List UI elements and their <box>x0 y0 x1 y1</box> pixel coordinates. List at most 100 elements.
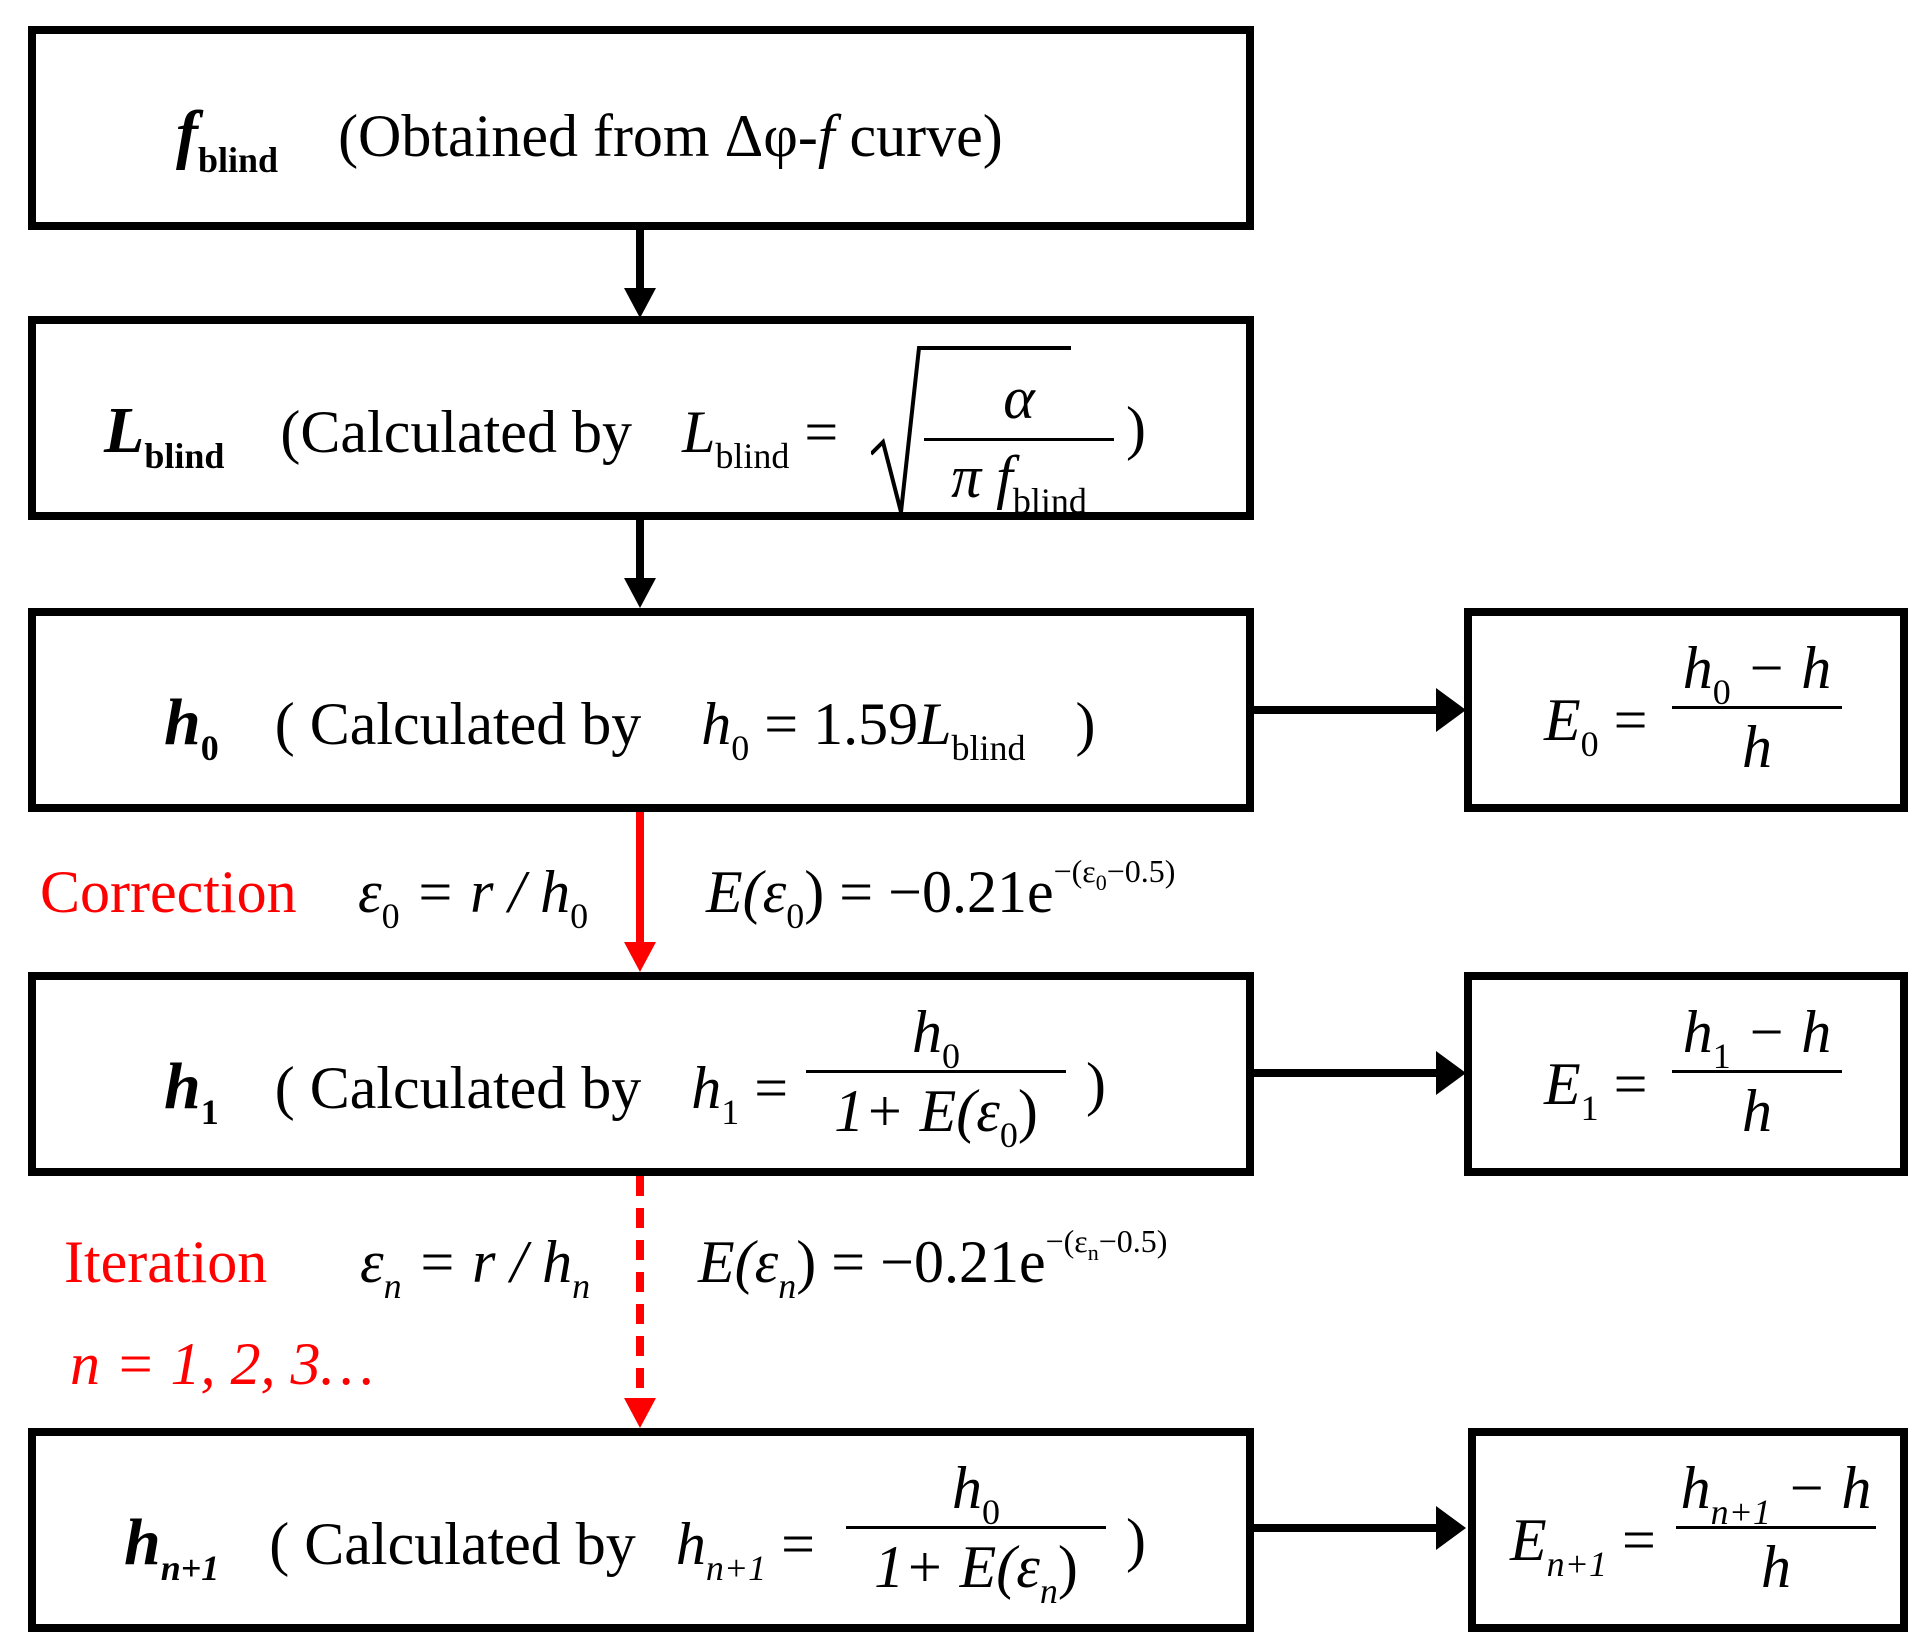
hn1-den-sub: n <box>1039 1571 1058 1611</box>
hn1-desc: ( Calculated by <box>269 1511 636 1577</box>
h0-formula-var: L <box>918 691 952 757</box>
box-e1: E1 = h1 − h h <box>1464 972 1908 1176</box>
f-blind-symbol: f <box>176 98 198 171</box>
correction-eps-sub: 0 <box>381 896 400 936</box>
en1-eq: = <box>1621 1507 1656 1573</box>
l-blind-num: α <box>924 368 1114 441</box>
iteration-e-rhs: ) = −0.21e <box>796 1229 1046 1295</box>
arrowhead <box>624 288 656 318</box>
l-blind-symbol-sub: blind <box>144 436 225 476</box>
box-l-blind: Lblind (Calculated by Lblind = α π fblin… <box>28 316 1254 520</box>
en1-num: h <box>1680 1455 1711 1521</box>
en1-lhs-sub: n+1 <box>1546 1544 1607 1584</box>
h0-formula-lhs-sub: 0 <box>731 728 750 768</box>
l-blind-fraction: α π fblind <box>924 368 1114 519</box>
l-blind-den: π f <box>951 444 1013 510</box>
correction-eps-rhs-sub: 0 <box>570 896 589 936</box>
correction-eps: ε <box>358 859 382 925</box>
l-blind-close: ) <box>1126 395 1146 461</box>
h1-formula-lhs-sub: 1 <box>721 1092 740 1132</box>
h1-desc: ( Calculated by <box>274 1055 642 1121</box>
h1-label: h1 ( Calculated by h1 = <box>164 1054 789 1131</box>
hn1-den: 1+ E(ε <box>874 1534 1040 1600</box>
arrowhead <box>1436 1051 1466 1095</box>
h1-den-sub: 0 <box>999 1115 1018 1155</box>
h0-formula-lhs: h <box>701 691 732 757</box>
en1-fraction: hn+1 − h h <box>1676 1458 1876 1597</box>
e0-eq: = <box>1613 687 1648 753</box>
h0-content: h0 ( Calculated by h0 = 1.59Lblind ) <box>164 690 1096 767</box>
h0-formula-var-sub: blind <box>951 728 1026 768</box>
hn1-num: h <box>952 1455 982 1521</box>
en1-num-end: − h <box>1770 1455 1872 1521</box>
correction-e-rhs: ) = −0.21e <box>804 859 1054 925</box>
arrowhead <box>624 1398 656 1428</box>
box-h0: h0 ( Calculated by h0 = 1.59Lblind ) <box>28 608 1254 812</box>
iteration-e-exp-sub: n <box>1087 1240 1099 1265</box>
e1-num: h <box>1682 999 1713 1065</box>
h1-den-end: ) <box>1017 1078 1038 1144</box>
f-blind-content: fblind (Obtained from Δφ-f curve) <box>176 102 1003 179</box>
e1-num-end: − h <box>1730 999 1832 1065</box>
correction-eps-rhs: = r / h <box>399 859 571 925</box>
en1-lhs-group: En+1 = <box>1510 1507 1656 1582</box>
h1-num-sub: 0 <box>942 1036 960 1076</box>
h1-eq: = <box>754 1055 789 1121</box>
h0-close: ) <box>1075 691 1096 757</box>
box-h1: h1 ( Calculated by h1 = h0 1+ E(ε0) ) <box>28 972 1254 1176</box>
en1-den: h <box>1761 1534 1791 1600</box>
e0-num-sub: 0 <box>1712 672 1731 712</box>
correction-e-exp-sub: 0 <box>1095 870 1107 895</box>
hn1-symbol: h <box>124 1506 161 1579</box>
iteration-e-exp-end: −0.5) <box>1098 1223 1168 1259</box>
l-blind-desc: (Calculated by <box>280 399 632 465</box>
iteration-e-lhs-sub: n <box>778 1266 797 1306</box>
e1-lhs-group: E1 = <box>1544 1054 1648 1126</box>
e1-fraction: h1 − h h <box>1672 1002 1842 1141</box>
hn1-close: ) <box>1126 1507 1146 1573</box>
correction-eps-formula: ε0 = r / h0 <box>358 859 588 934</box>
correction-e-formula: E(ε0) = −0.21e−(ε0−0.5) <box>706 855 1175 934</box>
hn1-eq: = <box>781 1511 815 1577</box>
iteration-e-exp: −(ε <box>1045 1223 1088 1259</box>
arrowhead <box>1436 1506 1466 1550</box>
correction-e-lhs: E(ε <box>706 859 787 925</box>
e0-num-end: − h <box>1730 635 1832 701</box>
e0-lhs-group: E0 = <box>1544 687 1648 762</box>
hn1-num-sub: 0 <box>982 1492 1000 1532</box>
iteration-label: Iteration <box>64 1229 268 1295</box>
f-blind-desc-end: curve) <box>834 103 1003 169</box>
en1-num-sub: n+1 <box>1710 1492 1771 1532</box>
h0-formula-rhs: = 1.59 <box>764 691 919 757</box>
correction-e-exp-end: −0.5) <box>1106 853 1176 889</box>
box-en1: En+1 = hn+1 − h h <box>1468 1428 1908 1632</box>
arrowhead <box>624 942 656 972</box>
iteration-eps-rhs-sub: n <box>572 1266 591 1306</box>
iteration-e-formula: E(εn) = −0.21e−(εn−0.5) <box>698 1225 1167 1304</box>
h0-symbol: h <box>164 686 201 759</box>
iteration-eps-sub: n <box>383 1266 402 1306</box>
e0-lhs-sub: 0 <box>1580 724 1599 764</box>
f-blind-desc-italic: f <box>817 103 835 169</box>
correction-e-exp: −(ε <box>1053 853 1096 889</box>
l-blind-formula-lhs: L <box>681 399 716 465</box>
l-blind-symbol: L <box>104 394 145 467</box>
box-e0: E0 = h0 − h h <box>1464 608 1908 812</box>
e1-num-sub: 1 <box>1712 1036 1731 1076</box>
box-hn1: hn+1 ( Calculated by hn+1 = h0 1+ E(εn) … <box>28 1428 1254 1632</box>
h1-num: h <box>912 999 942 1065</box>
box-f-blind: fblind (Obtained from Δφ-f curve) <box>28 26 1254 230</box>
h1-den: 1+ E(ε <box>834 1078 1000 1144</box>
h1-symbol-sub: 1 <box>200 1092 219 1132</box>
hn1-den-end: ) <box>1057 1534 1078 1600</box>
e1-lhs-sub: 1 <box>1580 1088 1599 1128</box>
iteration-eps: ε <box>360 1229 384 1295</box>
iteration-eps-formula: εn = r / hn <box>360 1229 590 1304</box>
e0-den: h <box>1742 714 1772 780</box>
arrowhead <box>1436 688 1466 732</box>
hn1-symbol-sub: n+1 <box>160 1548 220 1588</box>
hn1-label: hn+1 ( Calculated by hn+1 = <box>124 1510 815 1587</box>
f-blind-desc: (Obtained from Δφ- <box>338 103 818 169</box>
e0-fraction: h0 − h h <box>1672 638 1842 777</box>
l-blind-den-sub: blind <box>1012 481 1087 521</box>
